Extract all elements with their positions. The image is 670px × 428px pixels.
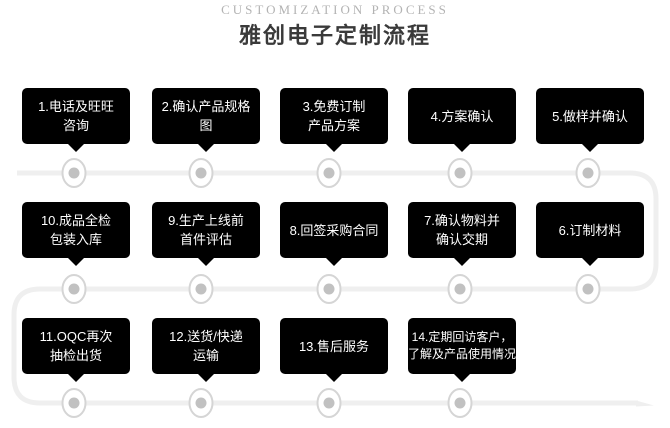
step-box-11: 11.OQC再次 抽检出货: [22, 318, 130, 374]
flow-node: [61, 158, 87, 188]
step-box-8: 8.回签采购合同: [280, 202, 388, 258]
step-box-9: 9.生产上线前 首件评估: [152, 202, 260, 258]
flow-node: [61, 388, 87, 418]
flow-node: [188, 274, 214, 304]
step-box-14: 14.定期回访客户，了解及产品使用情况: [408, 318, 516, 374]
step-box-2: 2.确认产品规格 图: [152, 88, 260, 144]
flow-arrow-tip: [636, 400, 654, 407]
flow-node: [61, 274, 87, 304]
flow-node: [447, 388, 473, 418]
step-box-3: 3.免费订制 产品方案: [280, 88, 388, 144]
page-title: 雅创电子定制流程: [238, 23, 431, 48]
flow-node: [316, 388, 342, 418]
flow-node: [575, 158, 601, 188]
flow-node: [188, 158, 214, 188]
page-subtitle: CUSTOMIZATION PROCESS: [221, 2, 449, 17]
step-box-1: 1.电话及旺旺 咨询: [22, 88, 130, 144]
step-box-4: 4.方案确认: [408, 88, 516, 144]
step-box-5: 5.做样并确认: [536, 88, 644, 144]
flow-node: [316, 274, 342, 304]
flow-node: [316, 158, 342, 188]
step-box-12: 12.送货/快递 运输: [152, 318, 260, 374]
flow-node: [447, 274, 473, 304]
flow-node: [188, 388, 214, 418]
step-box-13: 13.售后服务: [280, 318, 388, 374]
step-box-10: 10.成品全检 包装入库: [22, 202, 130, 258]
step-box-7: 7.确认物料并 确认交期: [408, 202, 516, 258]
step-box-6: 6.订制材料: [536, 202, 644, 258]
flow-node: [575, 274, 601, 304]
flow-node: [447, 158, 473, 188]
